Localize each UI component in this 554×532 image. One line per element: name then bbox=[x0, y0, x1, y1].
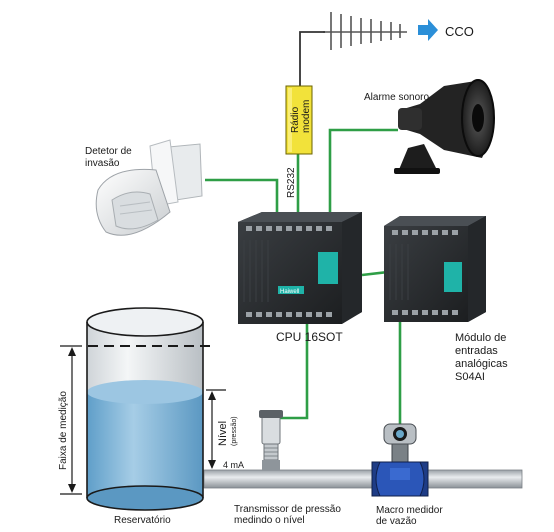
pressure-label: (pressão) bbox=[231, 416, 238, 446]
wire-cpu-transmitter bbox=[272, 317, 309, 420]
pressure-transmitter bbox=[259, 410, 283, 470]
wire-detector-cpu bbox=[205, 178, 279, 216]
range-label: Faixa de medição bbox=[58, 391, 69, 470]
signal-wires bbox=[205, 128, 402, 424]
transmitter-label-1: Transmissor de pressão bbox=[234, 504, 341, 515]
arrow-right-icon bbox=[418, 19, 438, 41]
flowmeter-label-2: de vazão bbox=[376, 516, 417, 527]
cpu-brand: Haiwell bbox=[280, 289, 299, 295]
flow-meter bbox=[371, 423, 429, 497]
wire-cpu-module bbox=[361, 270, 389, 277]
radio-modem-label-2: modem bbox=[301, 100, 312, 133]
detector-label-2: invasão bbox=[85, 158, 120, 169]
ma-label: 4 mA bbox=[223, 460, 244, 470]
plc-cpu-device: Haiwell bbox=[238, 212, 362, 324]
module-label-4: S04AI bbox=[455, 371, 485, 383]
cpu-label: CPU 16SOT bbox=[276, 330, 343, 344]
reservoir-tank bbox=[86, 307, 210, 511]
rs232-label: RS232 bbox=[286, 167, 297, 198]
horn-icon bbox=[394, 79, 495, 174]
level-dimension bbox=[206, 389, 226, 469]
wire-alarm-cpu bbox=[328, 128, 398, 216]
radio-modem-label-1: Rádio bbox=[290, 106, 301, 133]
antenna-icon bbox=[299, 12, 407, 86]
flowmeter-label-1: Macro medidor bbox=[376, 505, 443, 516]
level-label: Nível bbox=[217, 421, 229, 446]
cco-label: CCO bbox=[445, 24, 474, 39]
range-dimension bbox=[60, 345, 82, 495]
pipe bbox=[203, 469, 523, 489]
detector-label-1: Detetor de bbox=[85, 146, 132, 157]
module-label-1: Módulo de bbox=[455, 332, 506, 344]
module-label-2: entradas bbox=[455, 345, 498, 357]
alarm-label: Alarme sonoro bbox=[364, 92, 429, 103]
reservoir-label: Reservatório bbox=[114, 515, 171, 526]
analog-input-module bbox=[384, 216, 486, 322]
radio-modem: Rádio modem bbox=[285, 85, 313, 155]
transmitter-label-2: medindo o nível bbox=[234, 515, 305, 526]
motion-sensor-icon bbox=[95, 139, 203, 236]
module-label-3: analógicas bbox=[455, 358, 508, 370]
